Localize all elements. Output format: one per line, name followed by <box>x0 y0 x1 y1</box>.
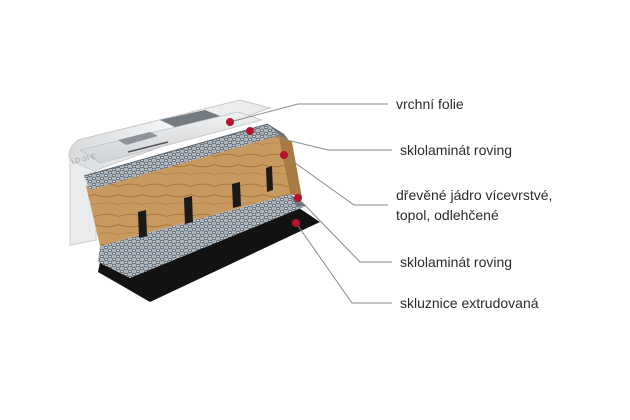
leader-glass-top <box>249 130 392 151</box>
glass-top-layer <box>84 124 284 190</box>
wood-core-end <box>278 134 302 198</box>
marker-wood-core <box>280 151 288 159</box>
marker-base <box>292 219 300 227</box>
foil-graphic <box>160 110 220 127</box>
top-foil-sheet <box>79 111 264 164</box>
wood-core-front <box>86 134 290 246</box>
core-slot <box>266 166 273 192</box>
leader-top-foil <box>229 103 388 123</box>
foil-graphic <box>118 132 158 145</box>
label-base: skluznice extrudovaná <box>400 293 539 313</box>
glass-bottom-layer <box>98 194 306 278</box>
label-top-foil: vrchní folie <box>396 94 464 114</box>
label-glass-bot: sklolaminát roving <box>400 252 512 272</box>
label-wood-core: dřevěné jádro vícevrstvé, topol, odlehče… <box>396 185 552 225</box>
label-text: sklolaminát roving <box>400 142 513 158</box>
marker-glass-bot <box>294 194 302 202</box>
marker-top-foil <box>226 118 234 126</box>
marker-glass-top <box>246 127 254 135</box>
base-layer <box>98 206 320 302</box>
leader-base <box>295 222 392 304</box>
label-text: skluznice extrudovaná <box>400 295 539 311</box>
core-slot <box>232 182 241 208</box>
label-text: vrchní folie <box>396 96 464 112</box>
label-text: topol, odlehčené <box>396 207 499 223</box>
leader-glass-bot <box>297 197 392 263</box>
core-slot <box>184 196 193 224</box>
label-glass-top: sklolaminát roving <box>400 140 512 160</box>
leader-wood-core <box>283 154 388 206</box>
label-text: sklolaminát roving <box>400 254 513 270</box>
core-slot <box>138 210 147 238</box>
label-text: dřevěné jádro vícevrstvé, <box>396 187 553 203</box>
